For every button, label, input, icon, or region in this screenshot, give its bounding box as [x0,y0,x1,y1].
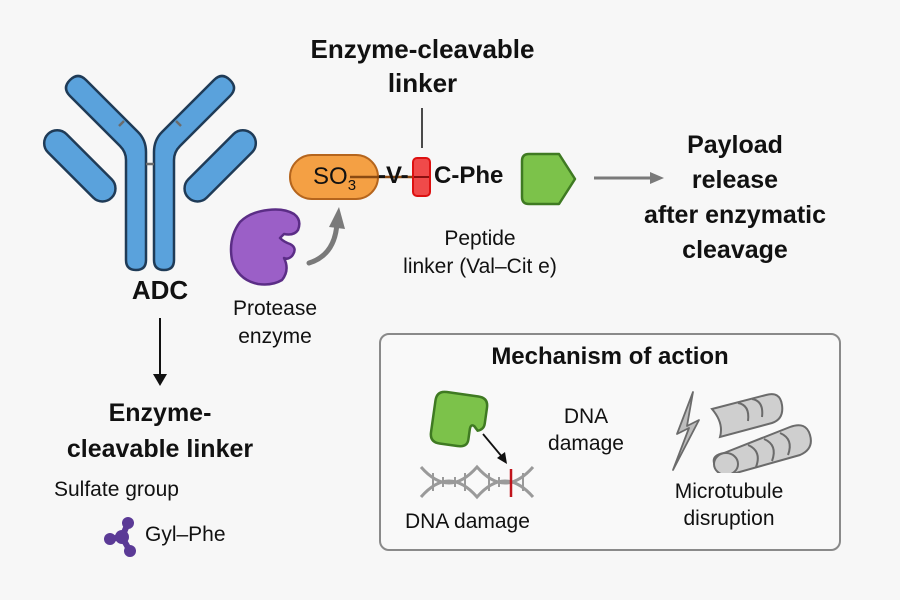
dna-damage-label: DNA damage [405,510,530,533]
sulfate-subscript: 3 [347,176,357,194]
mechanism-panel: Mechanism of action [379,333,841,551]
top-linker-title-line1: Enzyme-cleavable [310,34,535,64]
chain-bond-line [350,175,420,179]
release-arrow-icon [594,172,664,184]
payload-release-line2: release [691,166,779,194]
payload-release-line3: after enzymatic [643,201,827,229]
cleavage-site-icon [412,157,431,197]
payload-notched-icon [429,390,489,448]
payload-release-line1: Payload [687,131,783,159]
down-arrow-icon [153,318,167,386]
peptide-label-line1: Peptide [444,227,516,250]
curved-arrow-icon [306,207,345,266]
dna-helix-icon [419,464,535,500]
sulfate-formula: SO [313,163,348,190]
mechanism-title: Mechanism of action [491,343,729,370]
payload-release-line4: cleavage [682,236,788,264]
center-label-line2: damage [548,432,624,455]
top-linker-title-line2: linker [387,68,458,98]
citrulline-phe-text: C-Phe [434,162,504,189]
valine-text: -V- [378,162,409,189]
bottom-linker-title-line2: cleavable linker [66,435,254,463]
peptide-label-line2: linker (Val–Cit e) [403,255,557,278]
molecule-icon [104,517,136,557]
enzyme-label-line1: Protease [232,297,318,320]
enzyme-label-line2: enzyme [238,325,312,348]
lightning-icon [672,391,700,471]
bottom-linker-title-line1: Enzyme- [108,399,212,427]
pointer-arrow-icon [482,433,507,464]
antibody-label: ADC [131,275,189,305]
linker-pointer-line [421,108,423,148]
molecule-label: Gyl–Phe [145,523,226,546]
payload-icon [520,152,577,206]
microtubule-label-line1: Microtubule [674,480,784,503]
microtubule-icon [710,393,812,473]
protease-enzyme-icon [229,208,301,286]
sulfate-pill [289,154,379,200]
antibody-icon [42,74,258,272]
sulfate-group-label: Sulfate group [54,478,179,501]
center-label-line1: DNA [563,405,609,428]
sulfate-text: SO3 [313,163,356,194]
microtubule-label-line2: disruption [683,507,775,530]
